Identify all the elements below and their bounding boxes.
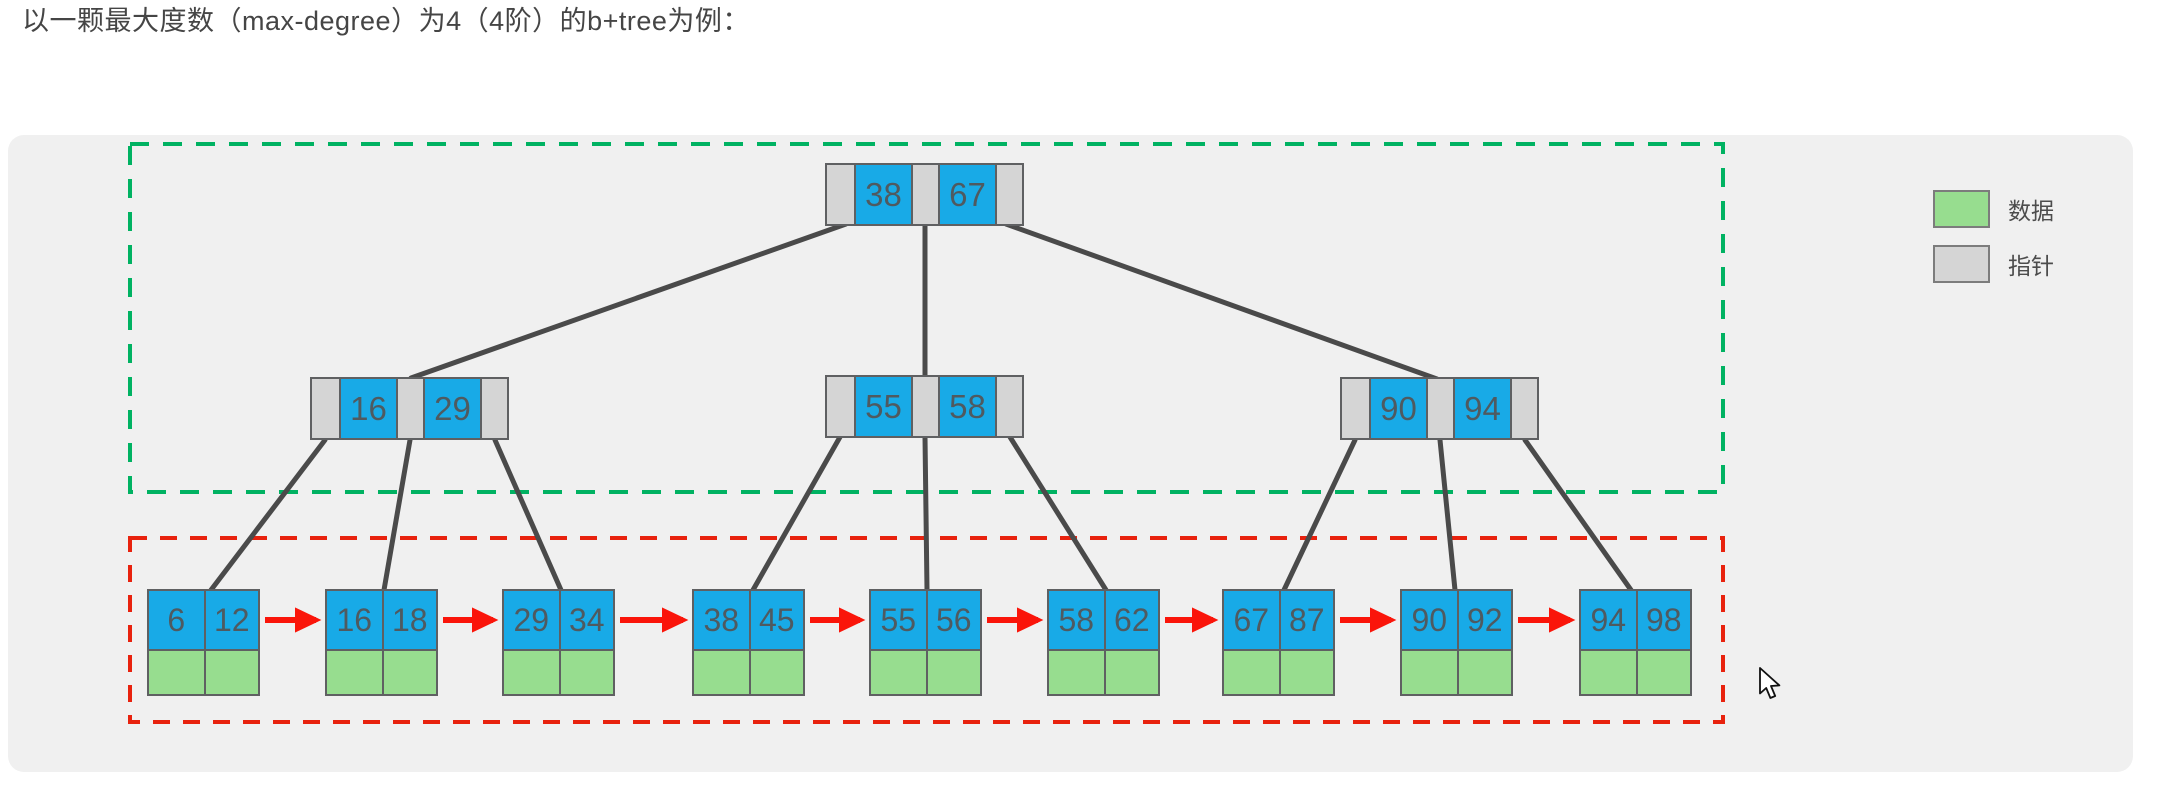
data-cell — [748, 649, 803, 694]
leaf-key-cell: 90 — [1402, 591, 1457, 649]
internal-node: 90 94 — [1340, 377, 1539, 440]
pointer-cell — [911, 165, 938, 224]
key-cell: 94 — [1453, 379, 1510, 438]
data-cell — [149, 649, 204, 694]
leaf-key-cell: 29 — [504, 591, 559, 649]
legend: 数据 指针 — [1933, 190, 2054, 300]
data-cell — [558, 649, 613, 694]
data-cell — [381, 649, 436, 694]
legend-item-data: 数据 — [1933, 190, 2054, 228]
leaf-key-cell: 56 — [925, 591, 980, 649]
pointer-cell — [1426, 379, 1453, 438]
pointer-cell — [312, 379, 339, 438]
key-cell: 58 — [938, 377, 995, 436]
data-cell — [925, 649, 980, 694]
leaf-key-cell: 94 — [1581, 591, 1636, 649]
leaf-key-cell: 6 — [149, 591, 204, 649]
data-cell — [1581, 649, 1636, 694]
pointer-cell — [396, 379, 423, 438]
pointer-cell — [480, 379, 507, 438]
key-cell: 16 — [339, 379, 396, 438]
data-color-swatch — [1933, 190, 1990, 228]
tree-edge — [750, 434, 843, 593]
key-cell: 29 — [423, 379, 480, 438]
data-cell — [1402, 649, 1457, 694]
tree-edges — [208, 221, 1634, 593]
legend-item-pointer: 指针 — [1933, 245, 2054, 283]
page-title: 以一颗最大度数（max-degree）为4（4阶）的b+tree为例： — [22, 6, 750, 36]
data-cell — [1049, 649, 1104, 694]
leaf-key-cell: 87 — [1278, 591, 1333, 649]
root-node: 38 67 — [825, 163, 1024, 226]
pointer-cell — [827, 377, 854, 436]
tree-edge — [208, 437, 328, 593]
leaf-key-cell: 98 — [1635, 591, 1690, 649]
pointer-cell — [827, 165, 854, 224]
leaf-key-cell: 18 — [381, 591, 436, 649]
legend-label: 数据 — [2008, 198, 2054, 224]
pointer-cell — [995, 165, 1022, 224]
data-cell — [203, 649, 258, 694]
tree-edge — [408, 221, 849, 381]
leaf-key-cell: 34 — [558, 591, 613, 649]
pointer-cell — [995, 377, 1022, 436]
key-cell: 67 — [938, 165, 995, 224]
key-cell: 38 — [854, 165, 911, 224]
mouse-cursor-icon — [1757, 667, 1787, 706]
tree-edge — [922, 434, 930, 593]
index-area-outline — [128, 142, 1725, 494]
data-cell — [871, 649, 926, 694]
data-cell — [1456, 649, 1511, 694]
data-cell — [1103, 649, 1158, 694]
data-cell — [1635, 649, 1690, 694]
leaf-key-cell: 62 — [1103, 591, 1158, 649]
data-cell — [694, 649, 749, 694]
internal-node: 55 58 — [825, 375, 1024, 438]
pointer-cell — [1510, 379, 1537, 438]
pointer-cell — [1342, 379, 1369, 438]
tree-edge — [1281, 437, 1358, 593]
tree-edge — [1007, 434, 1109, 593]
data-cell — [504, 649, 559, 694]
leaf-key-cell: 58 — [1049, 591, 1104, 649]
leaf-key-cell: 67 — [1224, 591, 1279, 649]
data-cell — [1224, 649, 1279, 694]
leaf-key-cell: 12 — [203, 591, 258, 649]
tree-edge — [381, 437, 413, 593]
leaf-key-cell: 16 — [327, 591, 382, 649]
leaf-key-cell: 45 — [748, 591, 803, 649]
tree-edge — [1522, 437, 1634, 593]
tree-edge — [492, 437, 564, 593]
data-cell — [327, 649, 382, 694]
legend-label: 指针 — [2008, 253, 2054, 279]
key-cell: 55 — [854, 377, 911, 436]
key-cell: 90 — [1369, 379, 1426, 438]
tree-edge — [1003, 221, 1440, 382]
leaf-key-cell: 38 — [694, 591, 749, 649]
tree-edge — [1437, 437, 1458, 593]
data-cell — [1278, 649, 1333, 694]
leaf-key-cell: 92 — [1456, 591, 1511, 649]
leaf-key-cell: 55 — [871, 591, 926, 649]
pointer-color-swatch — [1933, 245, 1990, 283]
pointer-cell — [911, 377, 938, 436]
